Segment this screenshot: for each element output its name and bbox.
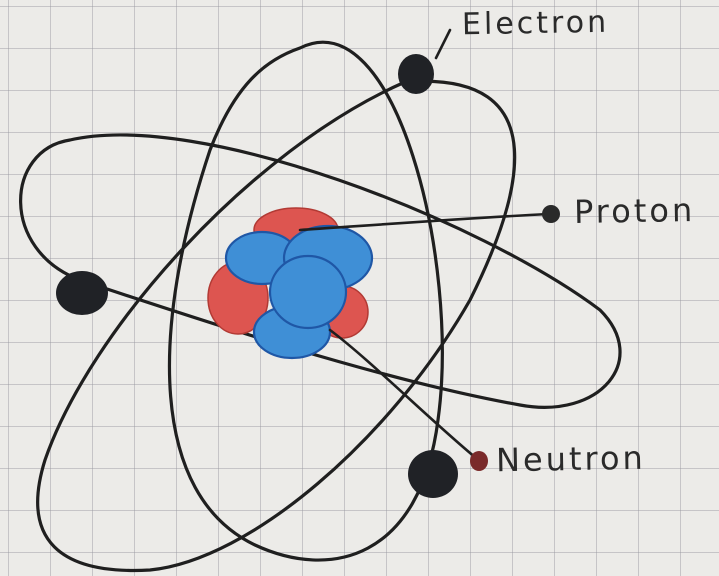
electron-particle — [398, 54, 434, 94]
proton-pointer-dot — [542, 205, 560, 223]
neutron-particle — [270, 256, 346, 328]
electron-particle — [408, 450, 458, 498]
electron-pointer-line — [436, 30, 450, 58]
proton-label: Proton — [574, 191, 696, 231]
neutron-pointer-line — [330, 330, 476, 458]
electron-particle — [56, 271, 108, 315]
proton-pointer-line — [300, 214, 548, 230]
electron-label: Electron — [462, 5, 610, 43]
neutron-label: Neutron — [496, 439, 646, 480]
neutron-pointer-dot — [470, 451, 488, 471]
